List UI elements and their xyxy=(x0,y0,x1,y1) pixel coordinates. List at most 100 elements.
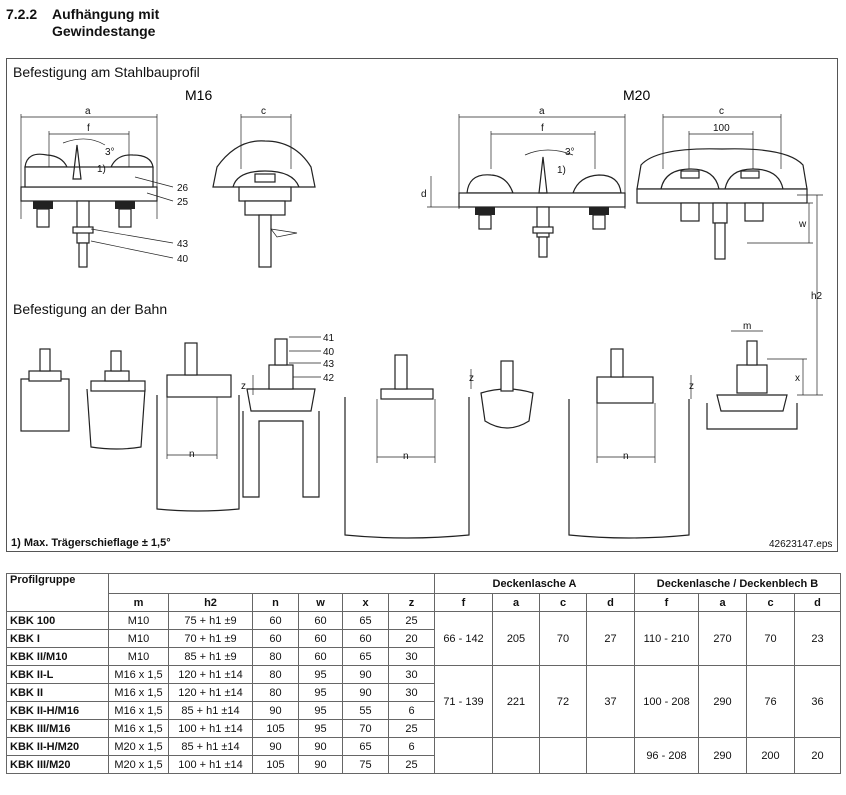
cell-b-d: 20 xyxy=(794,737,841,774)
cell-z: 30 xyxy=(388,683,435,702)
header-c-b: c xyxy=(746,593,795,612)
row-name: KBK II-H/M20 xyxy=(6,737,109,756)
row-name: KBK III/M20 xyxy=(6,755,109,774)
label-m16: M16 xyxy=(185,87,212,103)
section-number: 7.2.2 xyxy=(6,6,38,22)
cell-w: 90 xyxy=(298,755,343,774)
callout-43: 43 xyxy=(177,239,189,250)
cell-h2: 70 + h1 ±9 xyxy=(168,629,253,648)
cell-b-d: 36 xyxy=(794,665,841,738)
header-deckenlasche-b: Deckenlasche / Deckenblech B xyxy=(634,573,841,594)
dim-z-2: z xyxy=(469,373,474,384)
table-row: KBK III/M16 M16 x 1,5 100 + h1 ±14 105 9… xyxy=(6,719,841,738)
cell-n: 90 xyxy=(252,701,299,720)
header-a-a: a xyxy=(492,593,540,612)
dim-c-m20: c xyxy=(719,106,724,117)
cell-b-a: 290 xyxy=(698,665,747,738)
header-m: m xyxy=(108,593,169,612)
cell-h2: 75 + h1 ±9 xyxy=(168,611,253,630)
header-a-b: a xyxy=(698,593,747,612)
header-n: n xyxy=(252,593,299,612)
cell-a-a: 205 xyxy=(492,611,540,666)
callout-41: 41 xyxy=(323,333,335,344)
cell-w: 95 xyxy=(298,719,343,738)
row-name: KBK III/M16 xyxy=(6,719,109,738)
cell-m: M16 x 1,5 xyxy=(108,701,169,720)
cell-b-c: 200 xyxy=(746,737,795,774)
cell-h2: 85 + h1 ±14 xyxy=(168,737,253,756)
header-f-b: f xyxy=(634,593,699,612)
technical-drawing: a f 3° 1) 26 25 43 40 c M16 xyxy=(6,58,838,552)
cell-m: M20 x 1,5 xyxy=(108,737,169,756)
cell-x: 55 xyxy=(342,701,389,720)
header-w: w xyxy=(298,593,343,612)
cell-x: 65 xyxy=(342,611,389,630)
angle-label-m20: 3° xyxy=(565,147,575,158)
dim-x: x xyxy=(795,373,800,384)
dim-c-m16: c xyxy=(261,106,266,117)
dim-n-3: n xyxy=(623,451,629,462)
callout-43b: 43 xyxy=(323,359,335,370)
cell-b-f: 110 - 210 xyxy=(634,611,699,666)
cell-x: 90 xyxy=(342,665,389,684)
header-h2: h2 xyxy=(168,593,253,612)
cell-x: 90 xyxy=(342,683,389,702)
table-header-cols: m h2 n w x z f a c d f a c d xyxy=(7,593,841,612)
row-name: KBK II-H/M16 xyxy=(6,701,109,720)
m20-front-view xyxy=(427,114,626,258)
cell-w: 95 xyxy=(298,701,343,720)
cell-h2: 120 + h1 ±14 xyxy=(168,665,253,684)
dim-n-1: n xyxy=(189,449,195,460)
dim-100: 100 xyxy=(713,123,730,134)
dim-z-3: z xyxy=(689,381,694,392)
cell-n: 90 xyxy=(252,737,299,756)
cell-w: 90 xyxy=(298,737,343,756)
cell-h2: 120 + h1 ±14 xyxy=(168,683,253,702)
cell-a-c: 70 xyxy=(539,611,587,666)
cell-a-empty xyxy=(434,737,493,774)
cell-b-d: 23 xyxy=(794,611,841,666)
header-blank xyxy=(108,573,435,594)
cell-w: 95 xyxy=(298,665,343,684)
cell-w: 60 xyxy=(298,629,343,648)
row-name: KBK 100 xyxy=(6,611,109,630)
cell-b-a: 270 xyxy=(698,611,747,666)
table-row: KBK III/M20 M20 x 1,5 100 + h1 ±14 105 9… xyxy=(6,755,841,774)
table-row: KBK II-H/M20 M20 x 1,5 85 + h1 ±14 90 90… xyxy=(6,737,841,774)
dim-a-m16: a xyxy=(85,106,91,117)
dim-f-m16: f xyxy=(87,123,90,134)
drawing-canvas: a f 3° 1) 26 25 43 40 c M16 xyxy=(20,87,823,539)
cell-m: M16 x 1,5 xyxy=(108,683,169,702)
header-f-a: f xyxy=(434,593,493,612)
header-profilgruppe: Profilgruppe xyxy=(6,573,109,612)
cell-z: 30 xyxy=(388,647,435,666)
cell-m: M16 x 1,5 xyxy=(108,665,169,684)
header-deckenlasche-a: Deckenlasche A xyxy=(434,573,635,594)
cell-m: M10 xyxy=(108,647,169,666)
header-z: z xyxy=(388,593,435,612)
header-d-a: d xyxy=(586,593,635,612)
dim-z-1: z xyxy=(241,381,246,392)
row-name: KBK I xyxy=(6,629,109,648)
row-name: KBK II/M10 xyxy=(6,647,109,666)
cell-h2: 100 + h1 ±14 xyxy=(168,719,253,738)
cell-x: 65 xyxy=(342,647,389,666)
angle-label-m16: 3° xyxy=(105,147,115,158)
header-x: x xyxy=(342,593,389,612)
dim-m: m xyxy=(743,321,751,332)
spec-table: Profilgruppe Deckenlasche A Deckenlasche… xyxy=(6,573,841,774)
table-row: KBK II-L M16 x 1,5 120 + h1 ±14 80 95 90… xyxy=(6,665,841,738)
m20-side-view xyxy=(636,114,823,396)
table-row: KBK II M16 x 1,5 120 + h1 ±14 80 95 90 3… xyxy=(6,683,841,702)
callout-42: 42 xyxy=(323,373,335,384)
cell-z: 6 xyxy=(388,737,435,756)
cell-n: 80 xyxy=(252,683,299,702)
cell-z: 20 xyxy=(388,629,435,648)
m16-front-view xyxy=(20,114,174,268)
header-c-a: c xyxy=(539,593,587,612)
dim-d: d xyxy=(421,189,427,200)
dim-n-2: n xyxy=(403,451,409,462)
callout-25: 25 xyxy=(177,197,189,208)
table-header-group: Profilgruppe Deckenlasche A Deckenlasche… xyxy=(6,573,841,612)
callout-40b: 40 xyxy=(323,347,335,358)
